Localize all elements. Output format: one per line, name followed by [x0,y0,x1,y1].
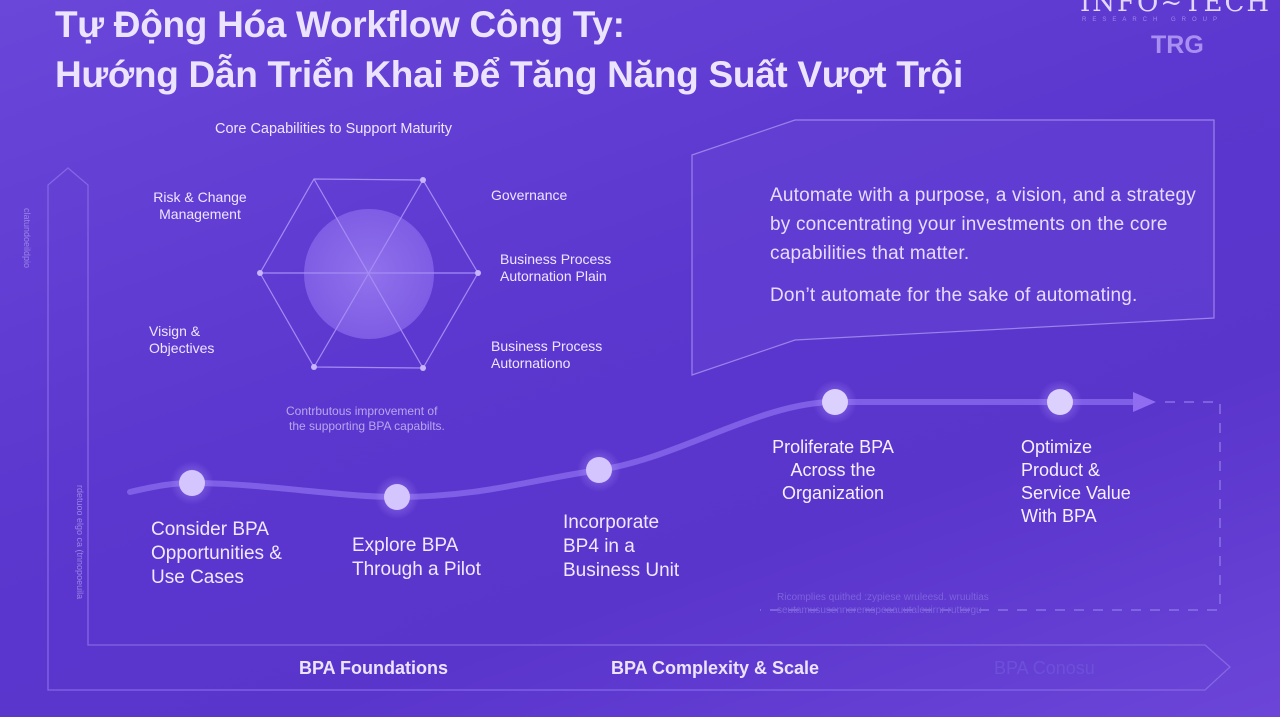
maturity-path [127,399,1138,501]
trg-logo: TRG [1151,31,1204,59]
dashed-extension [760,401,1221,611]
callout-box [691,119,1215,376]
step-node-2 [384,484,410,510]
step-node-5 [1047,389,1073,415]
faint-note-2: seutamususenneremspeaauutaleuirnr ruttsr… [777,605,982,616]
phase-third: BPA Conosu [994,658,1095,678]
phase-foundations: BPA Foundations [299,658,448,678]
faint-note-1: Ricomplies quithed :zypiese wruleesd. wr… [777,592,989,603]
callout-subtext: Don’t automate for the sake of automatin… [770,285,1138,306]
capability-hexagon [259,178,479,369]
callout-text: Automate with a purpose, a vision, and a… [770,185,1196,264]
capabilities-heading: Core Capabilities to Support Maturity [215,121,452,137]
page-title-line-1: Tự Động Hóa Workflow Công Ty: [55,4,625,45]
side-label-bottom: rdetuoo elgo ca (tnnopoeuila [75,485,85,600]
page-title-line-2: Hướng Dẫn Triển Khai Để Tăng Năng Suất V… [55,54,963,95]
step-label-3: Incorporate BP4 in a Business Unit [563,512,680,581]
hexagon-vertex-dots [257,177,481,371]
step-label-5: Optimize Product & Service Value With BP… [1021,437,1131,526]
capability-governance: Governance [491,187,568,203]
step-nodes [170,380,1082,519]
capability-vision-objectives: Visign & Objectives [149,323,215,356]
capability-risk-change: Risk & Change Management [153,189,247,222]
path-arrowhead [1133,392,1156,412]
step-node-1 [179,470,205,496]
side-label-top: clatundoeildpio [22,208,32,269]
step-label-4: Proliferate BPA Across the Organization [772,437,894,503]
capabilities-footnote-2: the supporting BPA capabilts. [289,419,445,433]
capability-bpa: Business Process Autornationo [491,338,603,371]
info-tech-logo: INFO~TECH [1080,0,1272,18]
step-node-3 [586,457,612,483]
step-node-4 [822,389,848,415]
phase-complexity-scale: BPA Complexity & Scale [611,658,820,678]
maturity-axis-arrow [47,167,1231,691]
capabilities-footnote-1: Contrbutous improvement of [286,404,438,418]
step-label-2: Explore BPA Through a Pilot [352,535,481,580]
capability-bpa-plan: Business Process Autornation Plain [500,251,612,284]
step-label-1: Consider BPA Opportunities & Use Cases [151,519,282,588]
logo-tagline: RESEARCH GROUP [1082,17,1224,23]
